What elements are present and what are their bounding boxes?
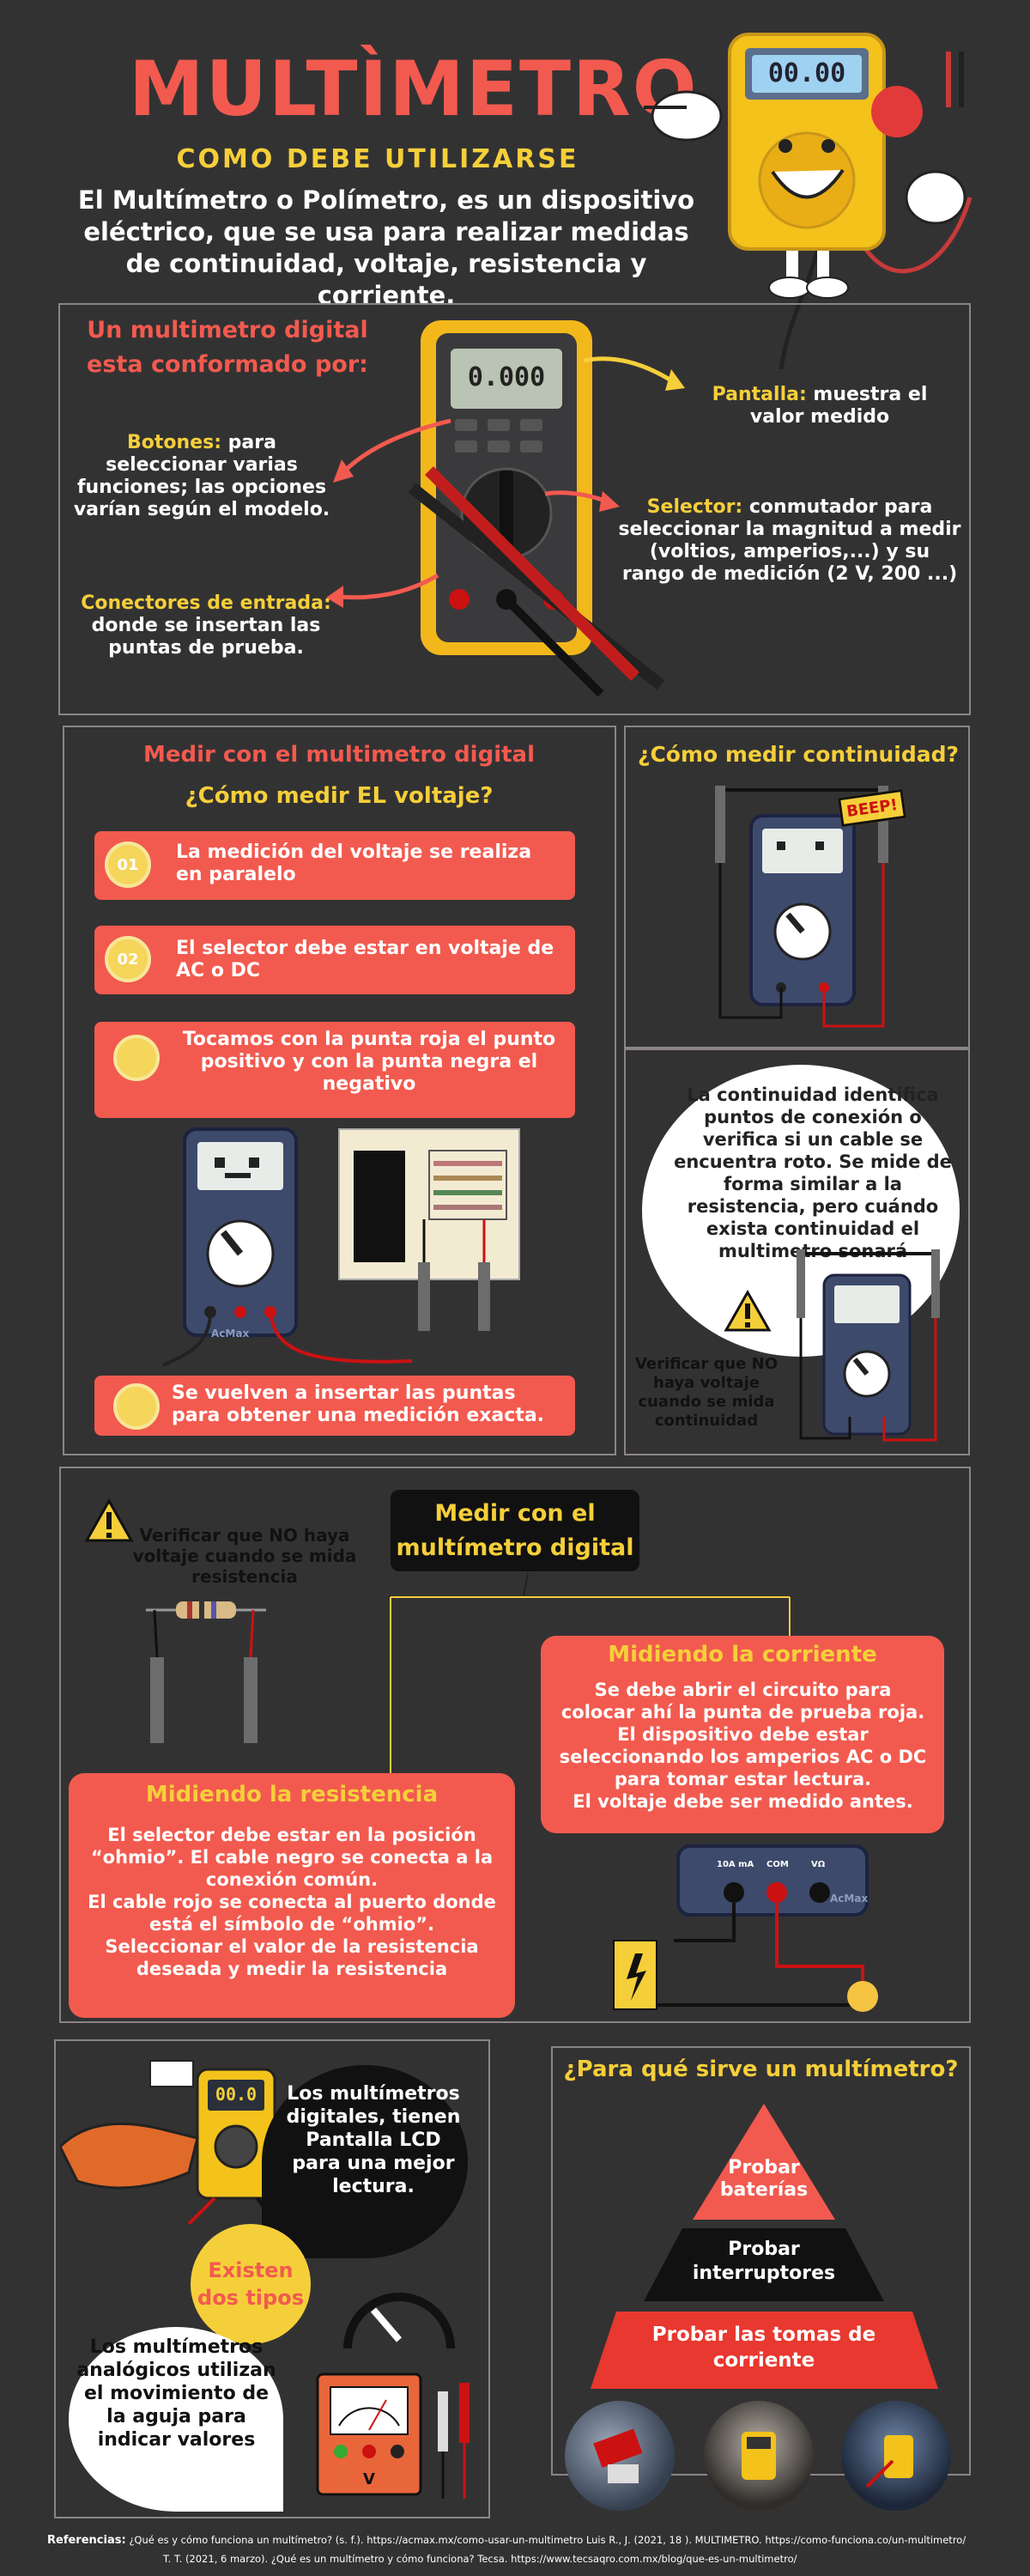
resistance-title: Midiendo la resistencia [145, 1782, 439, 1807]
digital-text: Los multímetros digitales, tienen Pantal… [286, 2083, 461, 2197]
page-title: MULTÌMETRO [129, 45, 699, 133]
selector-label: Selector: [646, 496, 743, 518]
pantalla-callout: Pantalla: muestra el valor medido [682, 384, 957, 428]
references: Referencias: ¿Qué es y cómo funciona un … [47, 2531, 1026, 2549]
conectores-text: donde se insertan las puntas de prueba. [91, 615, 321, 659]
voltage-step-1 [94, 831, 575, 900]
botones-label: Botones: [127, 432, 222, 453]
page-subtitle: COMO DEBE UTILIZARSE [176, 144, 579, 174]
hand-meter-display: 00.0 [215, 2084, 258, 2105]
botones-text: para seleccionar varias funciones; las o… [73, 432, 330, 520]
voltage-step-4 [94, 1376, 575, 1436]
warning-triangle-icon-2 [84, 1498, 134, 1543]
voltage-meter-brand: AcMax [211, 1327, 250, 1340]
measure-panel [59, 1467, 971, 2023]
digital-bubble [262, 2065, 468, 2258]
uses-pyramid-bottom [591, 2312, 938, 2389]
voltage-subheading: ¿Cómo medir EL voltaje? [185, 783, 494, 809]
use-item-batteries: Probar baterías [719, 2157, 809, 2201]
cartoon-display: 00.00 [767, 58, 846, 88]
analog-bubble [69, 2327, 283, 2512]
circuit-meter-brand: AcMax [830, 1893, 869, 1905]
voltage-panel [63, 726, 616, 1455]
resistance-card [69, 1773, 515, 2018]
continuity-heading: ¿Cómo medir continuidad? [637, 742, 960, 767]
use-photo-3 [841, 2401, 951, 2511]
use-photo-2 [704, 2401, 814, 2511]
continuity-bubble-text: La continuidad identifica puntos de cone… [674, 1084, 952, 1261]
continuity-top-panel [624, 726, 970, 1048]
resistance-text: El selector debe estar en la posición “o… [88, 1825, 496, 1979]
references-line-1: ¿Qué es y cómo funciona un multímetro? (… [129, 2534, 966, 2546]
current-text: Se debe abrir el circuito para colocar a… [559, 1680, 927, 1812]
svg-text:V: V [363, 2470, 375, 2488]
port-label-v-ohm: VΩ [811, 1860, 826, 1869]
types-center-circle: Existen dos tipos [191, 2224, 311, 2344]
step-number-3 [113, 1035, 160, 1081]
pantalla-text: muestra el valor medido [749, 384, 928, 428]
voltage-step-3 [94, 1022, 575, 1118]
use-photo-1 [565, 2401, 675, 2511]
voltage-meter-illustration: AcMax [129, 1125, 575, 1374]
step-number-4 [113, 1383, 160, 1430]
step-text-3: Tocamos con la punta roja el punto posit… [182, 1029, 556, 1095]
parts-heading: Un multimetro digital esta conformado po… [87, 317, 368, 378]
references-line-2: T. T. (2021, 6 marzo). ¿Qué es un multím… [163, 2553, 797, 2565]
current-title: Midiendo la corriente [608, 1642, 877, 1668]
step-number-1: 01 [105, 841, 151, 888]
current-circuit-illustration: 10A mA COM VΩ AcMax [605, 1838, 888, 2018]
use-item-switches: Probar interruptores [692, 2239, 836, 2284]
measure-center-title: Medir con el multímetro digital [391, 1490, 639, 1571]
warning-triangle-icon [724, 1289, 772, 1333]
current-card [541, 1636, 944, 1833]
cartoon-multimeter-illustration: 00.00 [618, 26, 996, 370]
measure-connectors [390, 1572, 791, 1786]
port-label-com: COM [766, 1860, 789, 1869]
continuity-warning-text: Verificar que NO haya voltaje cuando se … [634, 1355, 779, 1430]
meter-display-reading: 0.000 [467, 362, 546, 392]
continuity-bottom-panel [624, 1048, 970, 1455]
selector-callout: Selector: conmutador para seleccionar la… [618, 496, 961, 586]
step-text-2: El selector debe estar en voltaje de AC … [176, 938, 554, 981]
resistor-probes-illustration [129, 1589, 283, 1752]
step-text-1: La medición del voltaje se realiza en pa… [176, 841, 532, 885]
botones-callout: Botones: para seleccionar varias funcion… [69, 432, 335, 521]
types-panel [54, 2039, 490, 2518]
uses-pyramid-middle [644, 2228, 884, 2301]
callout-arrows [326, 356, 685, 608]
analog-text: Los multímetros analógicos utilizan el m… [76, 2336, 276, 2451]
voltage-step-2 [94, 926, 575, 994]
analog-multimeter-illustration: V [305, 2288, 485, 2503]
use-item-outlets: Probar las tomas de corriente [651, 2324, 876, 2372]
digital-multimeter-hand-illustration: 00.0 [58, 2052, 292, 2226]
step-text-4: Se vuelven a insertar las puntas para ob… [172, 1382, 545, 1426]
port-label-amps: 10A mA [717, 1860, 754, 1869]
continuity-meter-small [790, 1241, 961, 1447]
step-number-2: 02 [105, 936, 151, 982]
continuity-meter-illustration [712, 777, 918, 1035]
resistance-warning-text: Verificar que NO haya voltaje cuando se … [132, 1525, 357, 1587]
selector-text: conmutador para seleccionar la magnitud … [618, 496, 961, 585]
references-label: Referencias: [47, 2534, 126, 2547]
uses-pyramid-top [691, 2104, 837, 2220]
conectores-callout: Conectores de entrada: donde se insertan… [77, 592, 335, 659]
voltage-heading: Medir con el multimetro digital [142, 742, 535, 768]
parts-panel [58, 303, 971, 715]
pantalla-label: Pantalla: [712, 384, 807, 405]
digital-multimeter-photo: 0.000 [378, 316, 747, 711]
conectores-label: Conectores de entrada: [81, 592, 331, 614]
uses-heading: ¿Para qué sirve un multímetro? [563, 2057, 959, 2082]
intro-text: El Multímetro o Polímetro, es un disposi… [77, 185, 695, 310]
